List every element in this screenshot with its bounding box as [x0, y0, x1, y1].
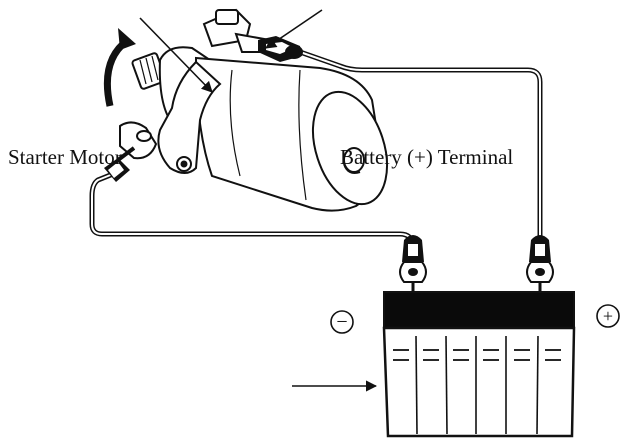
- battery: [384, 292, 574, 436]
- terminal-pointer-arrow: [266, 10, 322, 48]
- svg-text:−: −: [336, 311, 347, 333]
- battery-terminal-label: Battery (+) Terminal: [340, 147, 513, 168]
- starter-motor-label: Starter Motor: [8, 147, 122, 168]
- battery-positive-clip: [527, 235, 553, 298]
- rotation-arrow-icon: [107, 40, 128, 106]
- battery-top: [384, 292, 574, 328]
- battery-negative-clip: [400, 235, 426, 298]
- rotation-arrowhead-icon: [118, 28, 136, 50]
- solenoid-positive-clip: [258, 36, 303, 62]
- svg-text:+: +: [603, 306, 613, 326]
- battery-case: [384, 328, 574, 436]
- positive-symbol: +: [597, 305, 619, 327]
- negative-symbol: −: [331, 311, 353, 333]
